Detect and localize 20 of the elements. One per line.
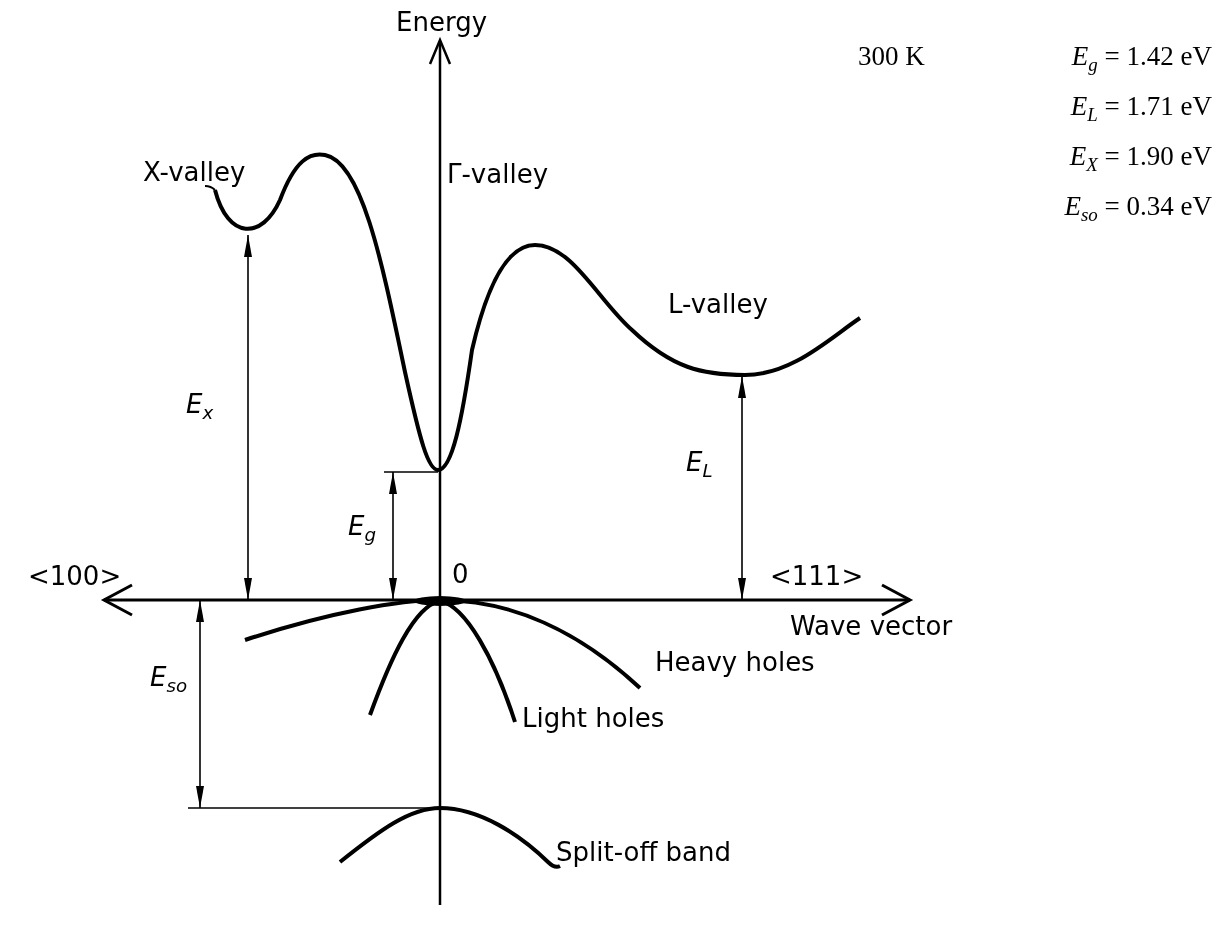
energy-symbol: E$_{x}$: [186, 390, 214, 424]
origin-label: 0: [452, 560, 469, 589]
valley-label: L-valley: [668, 290, 768, 319]
energy-symbol: E$_{g}$: [348, 512, 376, 546]
axis-title: Wave vector: [790, 612, 953, 641]
energy-symbol: E$_{so}$: [150, 663, 188, 697]
energy-symbol: E$_{L}$: [686, 448, 713, 482]
formula-text: E$_{X}$ = 1.90 eV: [1069, 142, 1212, 177]
direction-label: <100>: [28, 562, 122, 591]
valley-label: X-valley: [143, 158, 246, 187]
band-label: Split-off band: [556, 838, 732, 867]
formula-text: E$_{L}$ = 1.71 eV: [1070, 92, 1212, 127]
temperature-label: 300 K: [858, 42, 925, 72]
formula-text: E$_{so}$ = 0.34 eV: [1064, 192, 1212, 227]
direction-label: <111>: [770, 562, 864, 591]
valley-label: Γ-valley: [447, 160, 549, 189]
axis-title: Energy: [396, 8, 488, 37]
band-label: Light holes: [522, 704, 665, 733]
band-label: Heavy holes: [655, 648, 815, 677]
formula-text: E$_{g}$ = 1.42 eV: [1071, 42, 1212, 77]
